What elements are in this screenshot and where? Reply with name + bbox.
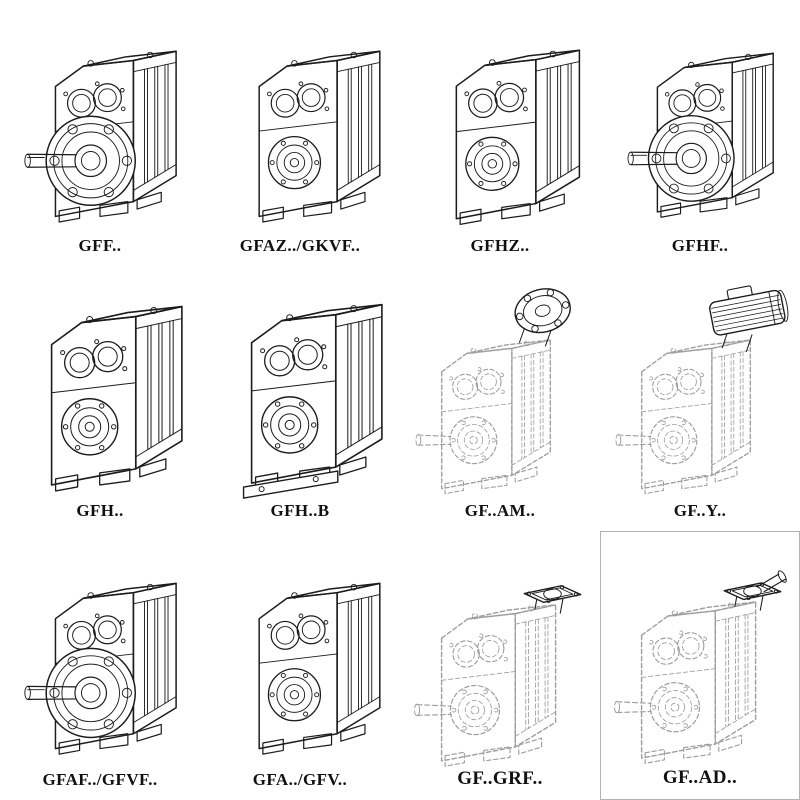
product-label: GFF.. bbox=[78, 235, 122, 255]
product-label: GFAZ../GKVF.. bbox=[239, 235, 361, 255]
gearbox-motor-adapter-drawing bbox=[404, 282, 576, 500]
product-cell-gf-grf: GF..GRF.. bbox=[400, 531, 600, 800]
product-cell-gf-y: GF..Y.. bbox=[600, 266, 800, 532]
gearbox-shaft-cover-drawing bbox=[404, 584, 582, 767]
gearbox-flange-drawing bbox=[4, 537, 196, 769]
product-label: GF..GRF.. bbox=[457, 768, 543, 789]
product-cell-gf-am: GF..AM.. bbox=[400, 266, 600, 532]
gearbox-foot-plate-drawing bbox=[242, 303, 383, 499]
product-label: GFHF.. bbox=[671, 235, 729, 255]
product-cell-gfh-b: GFH..B bbox=[200, 266, 400, 532]
product-label: GFA../GFV.. bbox=[252, 770, 348, 789]
gearbox-with-motor-drawing bbox=[604, 278, 791, 500]
product-cell-gf-ad: GF..AD.. bbox=[600, 531, 800, 800]
product-cell-gfh: GFH.. bbox=[0, 266, 200, 532]
gearbox-hollow-shaft-drawing bbox=[455, 48, 581, 225]
product-cell-gff: GFF.. bbox=[0, 0, 200, 266]
product-label: GF..Y.. bbox=[673, 501, 727, 520]
product-cell-gfhz: GFHZ.. bbox=[400, 0, 600, 266]
gearbox-flange-drawing bbox=[604, 3, 796, 235]
product-label: GFH..B bbox=[270, 501, 330, 520]
product-cell-gfaf-gfvf: GFAF../GFVF.. bbox=[0, 531, 200, 800]
product-cell-gfaz-gkvf: GFAZ../GKVF.. bbox=[200, 0, 400, 266]
gearbox-hollow-shaft-drawing bbox=[258, 50, 381, 223]
product-label: GFHZ.. bbox=[470, 235, 530, 255]
product-cell-gfa-gfv: GFA../GFV.. bbox=[200, 531, 400, 800]
gearbox-hollow-shaft-drawing bbox=[258, 582, 381, 755]
product-label: GF..AM.. bbox=[464, 501, 536, 520]
product-cell-gfhf: GFHF.. bbox=[600, 0, 800, 266]
product-label: GFAF../GFVF.. bbox=[42, 770, 158, 789]
gearbox-shaft-adapter-drawing bbox=[604, 534, 796, 766]
product-label: GFH.. bbox=[76, 501, 124, 520]
gearbox-flange-drawing bbox=[4, 3, 196, 235]
product-label: GF..AD.. bbox=[662, 767, 738, 788]
gearbox-foot-mounted-drawing bbox=[50, 305, 183, 492]
